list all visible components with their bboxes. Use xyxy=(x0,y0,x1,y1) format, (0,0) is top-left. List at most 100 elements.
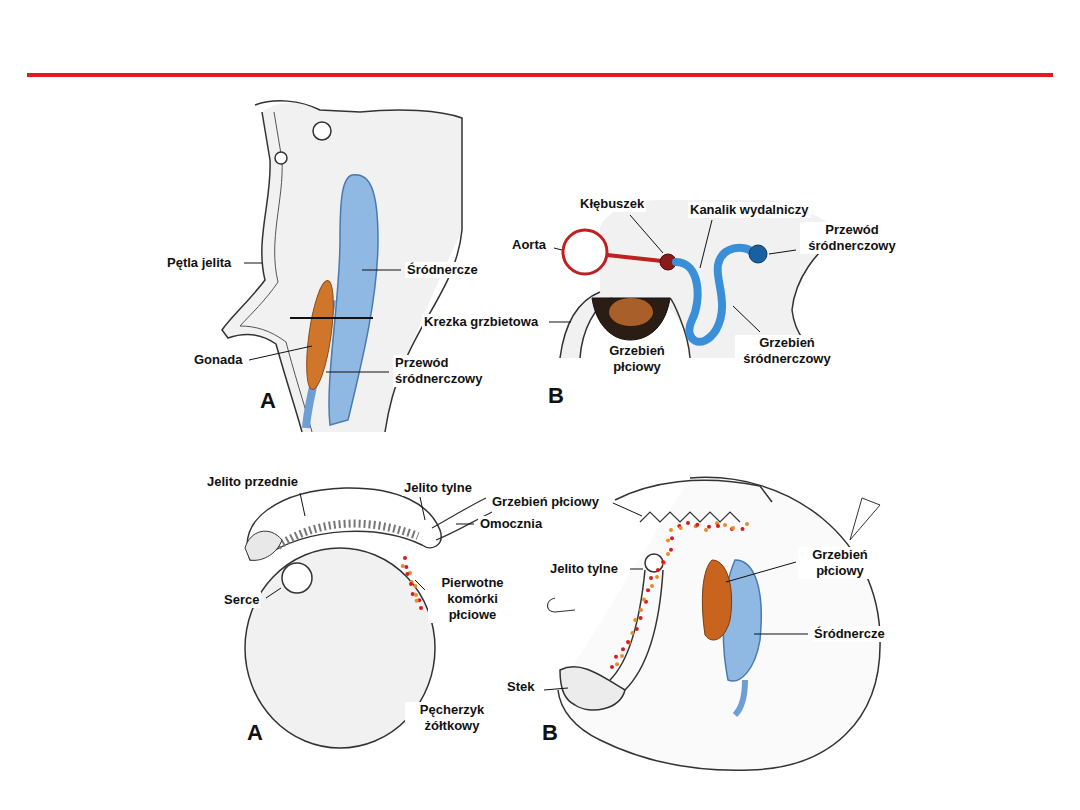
germ-cell-dot xyxy=(409,582,413,586)
germ-cell-dot xyxy=(669,548,673,552)
leader-line xyxy=(726,562,796,582)
germ-cell-dot xyxy=(704,528,708,532)
part-label: Serce xyxy=(222,592,261,608)
heart xyxy=(282,563,312,593)
mesonephric-duct xyxy=(735,680,745,715)
panel-letter: B xyxy=(540,720,560,747)
germ-cell-dot xyxy=(716,524,720,528)
germ-cell-dot xyxy=(630,631,634,635)
section-line xyxy=(290,317,373,319)
leader-line xyxy=(733,306,760,332)
part-label: Kanalik wydalniczy xyxy=(688,202,811,218)
gonadal-ridge xyxy=(702,560,731,640)
germ-cell-dot xyxy=(649,576,653,580)
part-label: Śródnercze xyxy=(405,262,480,278)
germ-cell-dot xyxy=(745,522,749,526)
gut-tube xyxy=(278,524,418,546)
leader-line xyxy=(266,588,281,598)
leader-line xyxy=(769,250,796,254)
gut-loop xyxy=(222,112,302,432)
part-label: Grzebień płciowy xyxy=(595,343,679,375)
leader-line xyxy=(456,524,474,525)
germ-cell-dot xyxy=(670,536,674,540)
part-label: Pęcherzyk żółtkowy xyxy=(405,702,499,734)
germ-cell-dot xyxy=(610,665,614,669)
panel-letter: A xyxy=(245,720,265,747)
part-label: Pętla jelita xyxy=(165,255,233,271)
artery xyxy=(607,255,662,261)
cut-surface xyxy=(850,498,880,540)
leader-line xyxy=(249,346,312,360)
germ-cell-dot xyxy=(639,608,643,612)
germ-cell-dot xyxy=(642,598,646,602)
germ-cell-dot xyxy=(404,565,408,569)
leader-line xyxy=(554,248,562,250)
germ-cell-dot xyxy=(614,655,618,659)
part-label: Kłębuszek xyxy=(578,196,646,212)
part-label: Śródnercze xyxy=(812,626,887,642)
hindgut xyxy=(625,570,663,690)
excretory-tubule xyxy=(676,248,752,342)
vessel-section xyxy=(275,152,287,164)
leader-line xyxy=(420,497,425,520)
part-label: Jelito tylne xyxy=(402,480,474,496)
germ-cell-dot xyxy=(730,527,734,531)
vessel-section xyxy=(313,122,331,140)
germ-cell-dot xyxy=(723,523,727,527)
leader-line xyxy=(630,569,643,570)
germ-cell-dot xyxy=(731,526,735,530)
part-label: Jelito przednie xyxy=(205,474,300,490)
mesonephros xyxy=(329,175,378,425)
leader-line xyxy=(362,270,401,271)
aorta xyxy=(563,230,607,274)
germ-cell-dot xyxy=(662,561,666,565)
leader-line xyxy=(544,688,568,690)
leader-lines xyxy=(544,503,808,690)
leader-lines xyxy=(549,215,796,332)
hindgut-section xyxy=(645,554,663,572)
cloaca xyxy=(560,667,625,710)
germ-cell-dot xyxy=(401,564,405,568)
germ-cell-dot xyxy=(679,526,683,530)
germ-cell-dot xyxy=(661,560,665,564)
germ-cell-dot xyxy=(655,575,659,579)
part-label: Omocznia xyxy=(478,516,544,532)
germ-cell-dot xyxy=(415,599,419,603)
gonadal-ridge xyxy=(592,298,670,340)
germ-cell-dot xyxy=(413,584,417,588)
germ-cell-dot xyxy=(666,552,670,556)
part-label: Stek xyxy=(505,679,536,695)
part-label: Krezka grzbietowa xyxy=(422,314,540,330)
part-label: Grzebień płciowy xyxy=(490,494,601,510)
part-label: Grzebień śródnerczowy xyxy=(735,335,839,367)
germ-cell-dot xyxy=(686,521,690,525)
germ-cell-dot xyxy=(650,584,654,588)
panel-letter: B xyxy=(546,383,566,410)
germ-cell-dot xyxy=(419,606,423,610)
header-rule xyxy=(27,73,1053,77)
leader-line xyxy=(244,263,262,264)
gonadal-ridge xyxy=(640,512,740,522)
tail xyxy=(548,598,576,612)
cut-surface xyxy=(615,480,772,502)
part-label: Przewód śródnerczowy xyxy=(393,355,497,387)
leader-line xyxy=(754,634,808,635)
leader-line xyxy=(300,493,305,516)
germ-cell-dot xyxy=(741,527,745,531)
body-outline xyxy=(558,477,880,770)
germ-cell-dot xyxy=(646,588,650,592)
part-label: Jelito tylne xyxy=(548,561,620,577)
germ-cell-dot xyxy=(707,525,711,529)
part-label: Gonada xyxy=(192,352,244,368)
germ-cell-dot xyxy=(639,616,643,620)
part-label: Grzebień płciowy xyxy=(798,547,882,579)
leader-line xyxy=(549,322,571,323)
germ-cell-dot xyxy=(666,539,670,543)
germ-cell-dot xyxy=(695,523,699,527)
germ-cell-dot xyxy=(627,641,631,645)
leader-line xyxy=(613,503,642,516)
germ-cell-dot xyxy=(669,528,673,532)
